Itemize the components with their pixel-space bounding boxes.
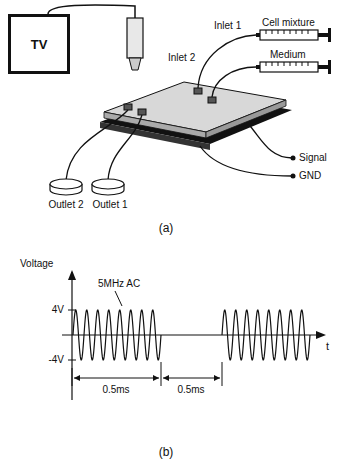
outlet-dish (50, 179, 82, 195)
extension-line (72, 362, 222, 386)
terminal-dot (291, 156, 296, 161)
outlet-dish (92, 179, 124, 195)
signal-name: GND (299, 170, 321, 181)
syringe (256, 28, 331, 42)
leader-line (115, 291, 122, 306)
inlet-label: Inlet 1 (214, 20, 241, 31)
axis-label: t (326, 340, 329, 352)
inlet-port (208, 97, 216, 103)
duration-label: 0.5ms (102, 384, 129, 395)
subfigure-label: (a) (159, 222, 174, 235)
signal-name: Signal (299, 152, 327, 163)
terminal-dot (291, 174, 296, 179)
duration-label: 0.5ms (177, 384, 204, 395)
signal-wire (250, 126, 292, 158)
arrowhead (68, 270, 76, 280)
axis-label: Voltage (20, 258, 53, 269)
outlet-label: Outlet 2 (48, 199, 83, 210)
microscope-objective (127, 18, 143, 58)
voltage-value: -4V (48, 354, 64, 365)
tube (198, 35, 256, 88)
tube (212, 67, 256, 97)
inlet-port (194, 88, 202, 94)
tv-monitor: TV (8, 14, 70, 74)
microfluidic-chip (104, 82, 286, 132)
syringe-content: Cell mixture (262, 17, 315, 28)
syringe (256, 60, 331, 74)
outlet-port (124, 104, 132, 110)
chip-side (104, 112, 206, 138)
arrowhead (74, 375, 220, 381)
tube (108, 115, 142, 180)
outlet-label: Outlet 1 (92, 199, 127, 210)
chip-side (206, 100, 286, 138)
node-label: TV (31, 37, 48, 52)
ground-wire (200, 146, 292, 176)
objective-lens (129, 58, 141, 70)
syringe-content: Medium (270, 49, 306, 60)
dimension-line (74, 378, 220, 379)
ac-burst (73, 310, 310, 360)
tube (66, 110, 128, 180)
signal-annotation: 5MHz AC (98, 278, 140, 289)
subfigure-label: (b) (159, 446, 174, 459)
arrowhead (316, 331, 326, 339)
outlet-port (138, 109, 146, 115)
voltage-value: 4V (52, 304, 64, 315)
inlet-label: Inlet 2 (168, 52, 195, 63)
